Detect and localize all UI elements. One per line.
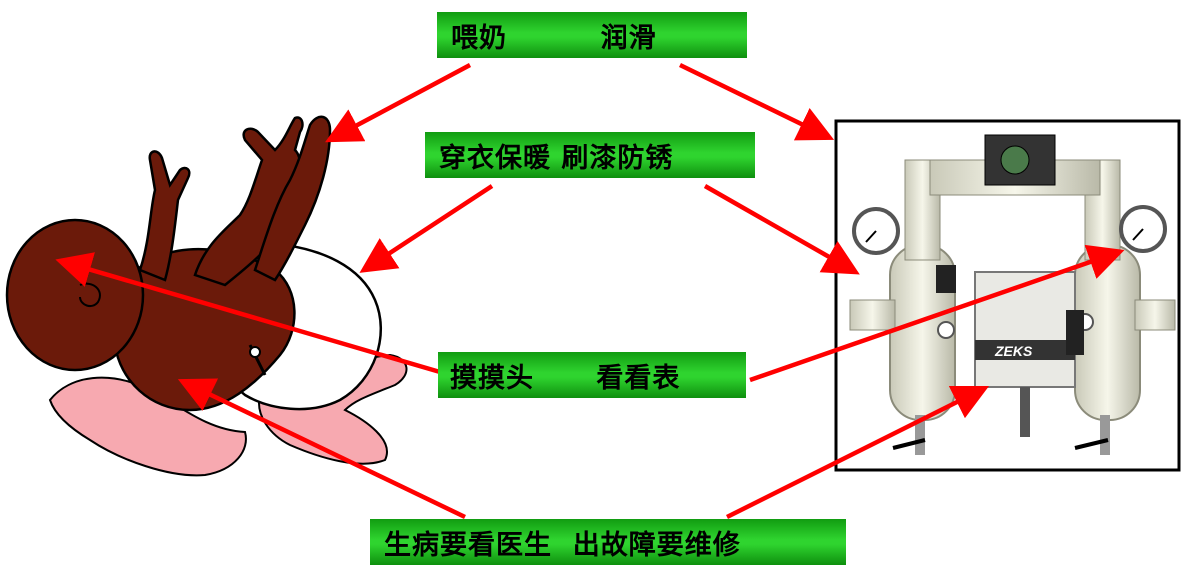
brand-plate: ZEKS — [994, 343, 1033, 359]
label-sick-repair: 生病要看医生 出故障要维修 — [370, 519, 846, 565]
arrow-clothes-to-baby — [359, 184, 494, 273]
arrow-sick-to-body — [177, 378, 466, 520]
arrow-repair-to-machine — [725, 385, 990, 520]
label-feed-lubricate: 喂奶 润滑 — [437, 12, 747, 58]
arrow-lube-to-machine — [679, 62, 835, 141]
label-touch-check: 摸摸头 看看表 — [438, 352, 746, 398]
arrow-feed-to-baby — [325, 63, 472, 143]
arrow-paint-to-machine — [703, 184, 860, 275]
arrows — [55, 62, 1125, 520]
label-clothes-paint: 穿衣保暖 刷漆防锈 — [425, 132, 755, 178]
arrow-gauge-to-machine — [749, 244, 1125, 383]
baby-illustration — [5, 115, 408, 477]
arrow-touch-to-head — [55, 252, 441, 375]
machine-illustration: ZEKS — [834, 119, 1181, 472]
